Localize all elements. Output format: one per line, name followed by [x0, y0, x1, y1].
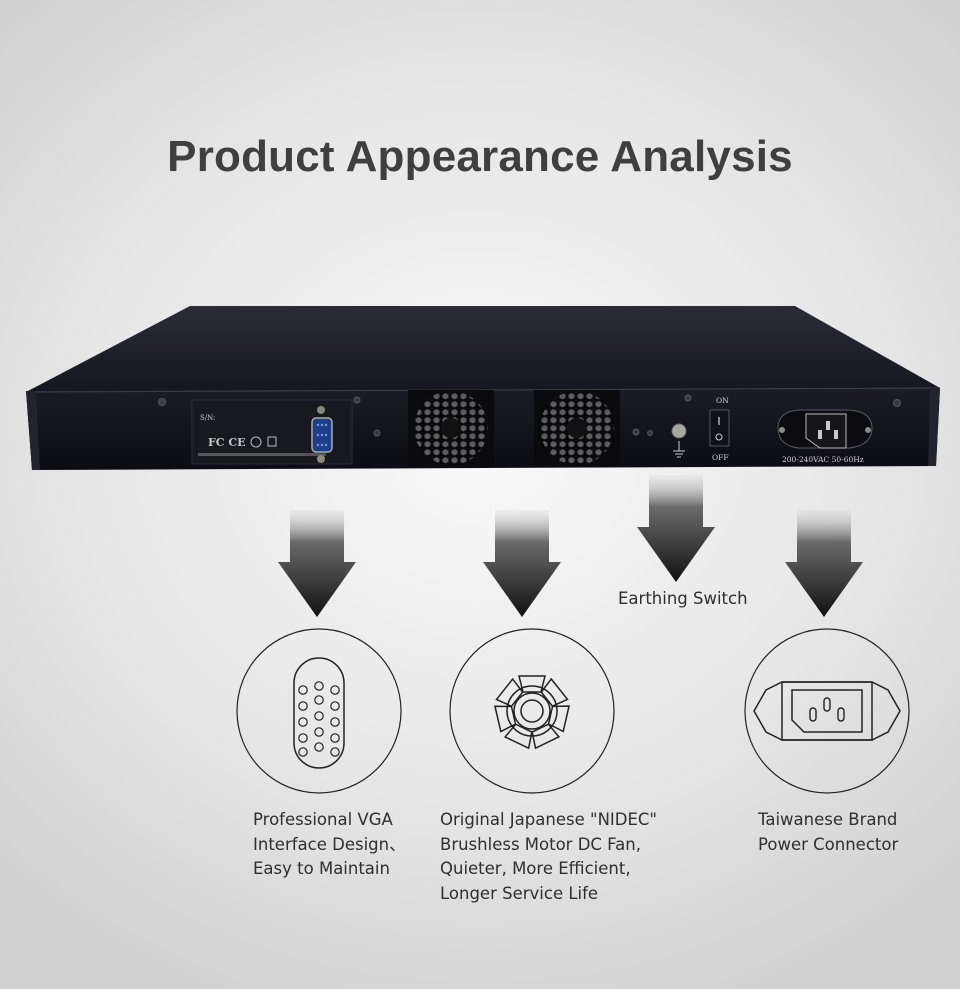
switch-off-label: OFF [712, 453, 729, 462]
vga-feature-label: Professional VGA Interface Design、 Easy … [253, 810, 406, 878]
power-rating-label: 200-240VAC 50-60Hz [782, 455, 864, 464]
earthing-screw [671, 423, 687, 458]
power-switch: ON OFF [709, 396, 730, 462]
fan-feature-label: Original Japanese "NIDEC" Brushless Moto… [440, 810, 658, 903]
vga-port-icon [236, 628, 402, 794]
page-title: Product Appearance Analysis [167, 132, 793, 181]
power-connector-label: Taiwanese Brand Power Connector [758, 810, 899, 854]
cert-marks: FC CE [208, 436, 246, 449]
power-inlet: 200-240VAC 50-60Hz [777, 409, 873, 464]
fan-grille-left [408, 390, 494, 466]
fan-icon [449, 628, 615, 794]
switch-on-label: ON [716, 396, 729, 405]
sn-label: S/N: [200, 414, 215, 422]
earthing-switch-label: Earthing Switch [618, 589, 748, 608]
fan-grille-right [534, 390, 620, 466]
power-connector-icon [744, 628, 910, 794]
vga-port [311, 406, 333, 463]
